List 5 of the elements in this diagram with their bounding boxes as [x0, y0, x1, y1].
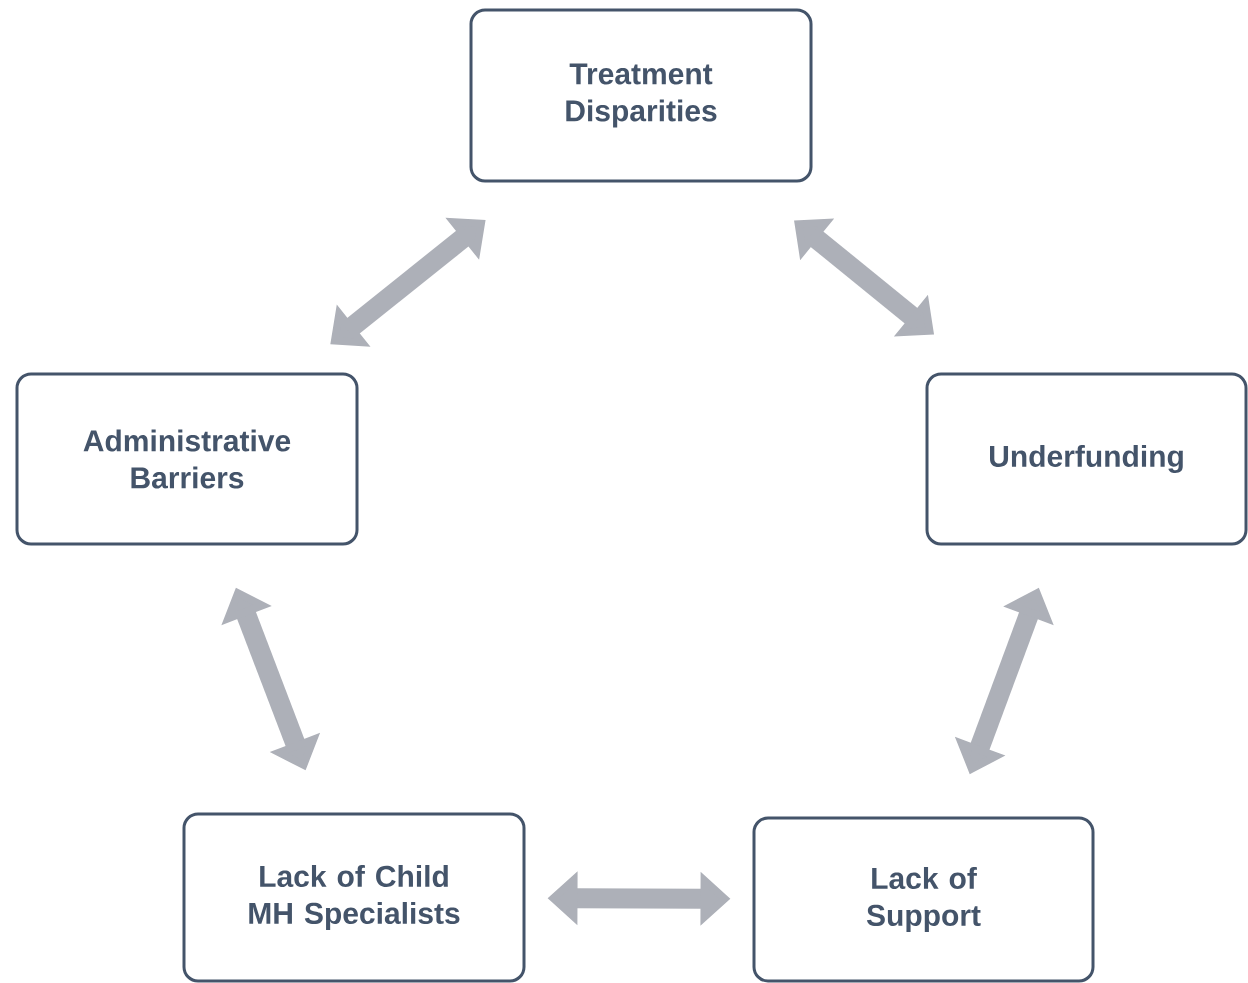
process-box: Treatment Disparities [469, 8, 813, 183]
process-box: Underfunding [925, 372, 1248, 546]
process-box: Lack of Child MH Specialists [182, 812, 526, 983]
process-box: Administrative Barriers [15, 372, 359, 546]
process-box: Lack of Support [752, 816, 1095, 983]
